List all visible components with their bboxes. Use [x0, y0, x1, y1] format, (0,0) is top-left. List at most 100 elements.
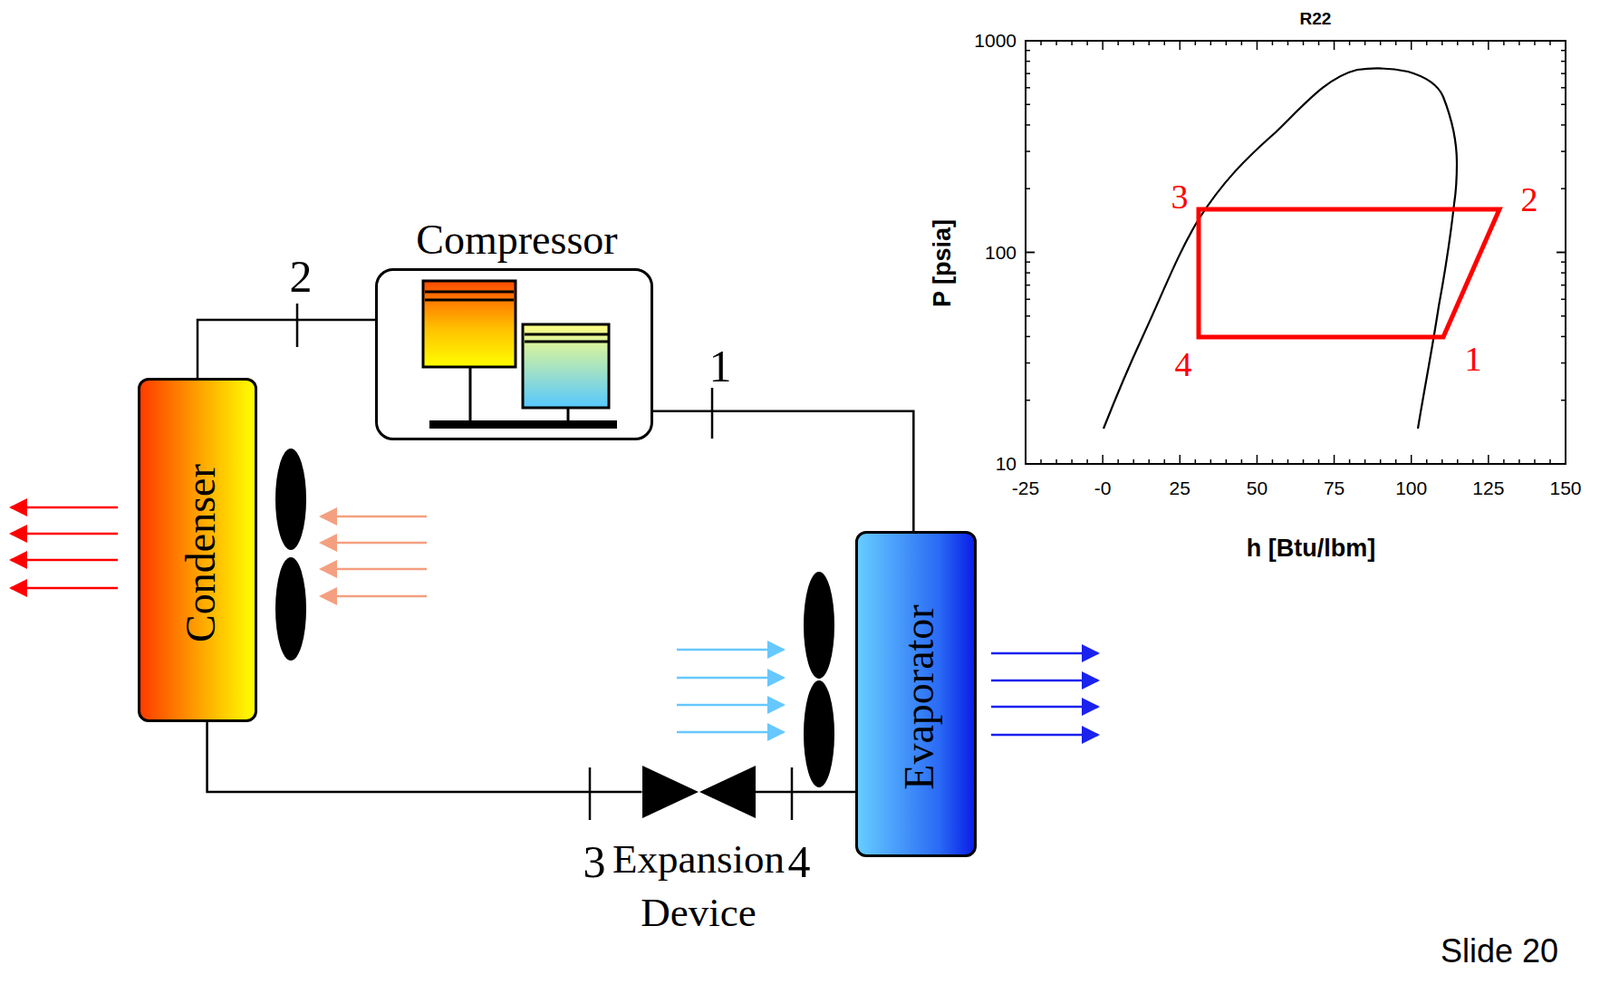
axis-tick — [1025, 49, 1031, 52]
axis-tick — [1364, 459, 1367, 464]
axis-tick — [1241, 40, 1244, 46]
axis-tick — [1441, 459, 1444, 464]
axis-tick — [1561, 124, 1566, 126]
axis-tick — [1318, 459, 1321, 464]
axis-tick — [1025, 72, 1031, 75]
state-point-number: 1 — [709, 339, 733, 393]
evaporator-coil: Evaporator — [855, 530, 977, 858]
slide-number: Slide 20 — [1440, 932, 1559, 971]
axis-tick — [1025, 315, 1031, 318]
refrigerant-line — [197, 319, 376, 378]
axis-tick — [1287, 40, 1290, 46]
axis-tick-label: 10 — [995, 453, 1017, 475]
axis-tick-label: 50 — [1246, 477, 1268, 500]
axis-tick — [1518, 40, 1521, 46]
axis-tick — [1487, 454, 1490, 464]
axis-tick — [1025, 251, 1035, 254]
state-point-ticks — [297, 303, 792, 820]
axis-tick — [1101, 40, 1104, 50]
chart-state-number: 3 — [1171, 176, 1189, 217]
axis-tick — [1025, 298, 1031, 301]
axis-tick-label: -0 — [1094, 477, 1112, 500]
axis-tick — [1564, 454, 1567, 464]
axis-tick — [1055, 40, 1058, 46]
axis-tick — [1055, 459, 1058, 464]
axis-tick — [1164, 40, 1167, 46]
axis-tick — [1379, 459, 1382, 464]
axis-tick-label: 25 — [1169, 477, 1191, 500]
axis-tick — [1349, 40, 1351, 46]
refrigerant-line — [653, 411, 914, 531]
axis-tick — [1564, 40, 1567, 50]
axis-tick — [1287, 459, 1290, 464]
axis-tick — [1025, 86, 1031, 89]
axis-tick — [1561, 187, 1566, 190]
axis-tick — [1561, 260, 1566, 263]
axis-tick — [1349, 459, 1351, 464]
ph-chart — [1025, 40, 1566, 464]
axis-tick — [1241, 459, 1244, 464]
axis-tick — [1487, 40, 1490, 50]
axis-tick — [1025, 104, 1031, 107]
axis-tick — [1147, 459, 1150, 464]
axis-tick — [1503, 40, 1505, 46]
fan-blades — [275, 448, 835, 788]
axis-tick — [1195, 40, 1197, 46]
axis-tick — [1024, 454, 1027, 464]
axis-tick — [1025, 399, 1031, 402]
axis-title: h [Btu/lbm] — [1246, 534, 1376, 563]
component-label: Compressor — [415, 215, 617, 264]
axis-tick — [1025, 284, 1031, 287]
axis-tick — [1225, 40, 1228, 46]
axis-tick — [1086, 40, 1089, 46]
axis-tick-label: 100 — [984, 241, 1017, 264]
expansion-valve: Expansion Device — [589, 765, 808, 965]
axis-tick — [1256, 454, 1259, 464]
axis-tick — [1410, 40, 1413, 50]
axis-tick — [1132, 459, 1135, 464]
condenser-coil: Condenser — [137, 377, 258, 723]
compressor-box: Compressor — [375, 268, 654, 441]
axis-tick — [1179, 40, 1182, 50]
refrigerant-line — [207, 722, 643, 792]
axis-tick — [1025, 362, 1031, 365]
axis-tick — [1210, 40, 1213, 46]
axis-tick — [1272, 40, 1274, 46]
axis-tick — [1210, 459, 1213, 464]
state-point-number: 4 — [788, 835, 811, 888]
axis-tick — [1272, 459, 1274, 464]
axis-tick-label: -25 — [1012, 477, 1040, 500]
axis-tick — [1025, 336, 1031, 338]
valve-symbol — [642, 765, 756, 819]
axis-tick — [1561, 86, 1566, 89]
axis-tick — [1070, 40, 1073, 46]
axis-tick — [1561, 284, 1566, 287]
axis-tick — [1549, 459, 1552, 464]
axis-tick — [1561, 72, 1566, 75]
axis-tick — [1086, 459, 1089, 464]
axis-tick — [1025, 39, 1035, 42]
axis-tick — [1117, 40, 1119, 46]
axis-tick — [1561, 104, 1566, 107]
chart-state-number: 1 — [1465, 338, 1483, 379]
axis-tick — [1410, 454, 1413, 464]
axis-tick — [1556, 251, 1566, 254]
axis-tick — [1379, 40, 1382, 46]
axis-tick — [1561, 60, 1566, 63]
axis-tick — [1025, 260, 1031, 263]
axis-tick — [1556, 39, 1566, 42]
axis-tick — [1533, 459, 1536, 464]
axis-tick-label: 75 — [1323, 477, 1345, 500]
chart-title: R22 — [1300, 9, 1332, 29]
axis-tick — [1302, 459, 1305, 464]
axis-tick — [1561, 298, 1566, 301]
axis-tick — [1561, 362, 1566, 365]
axis-tick — [1025, 271, 1031, 274]
axis-tick — [1333, 454, 1336, 464]
refrigeration-cycle — [1198, 209, 1500, 338]
state-point-number: 2 — [289, 250, 313, 303]
axis-tick — [1364, 40, 1367, 46]
axis-tick — [1556, 462, 1566, 465]
axis-tick — [1426, 459, 1428, 464]
axis-tick — [1318, 40, 1321, 46]
